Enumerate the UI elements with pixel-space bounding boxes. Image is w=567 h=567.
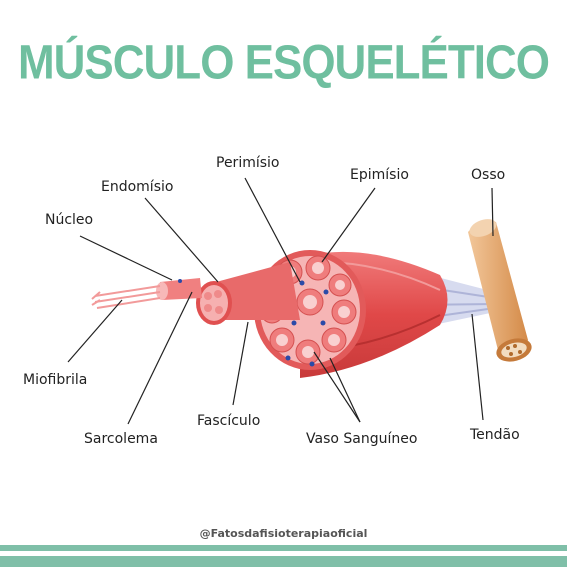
label-vaso-sanguineo: Vaso Sanguíneo [306,431,418,447]
bottom-band-bottom [0,556,567,567]
bottom-band-top [0,545,567,551]
label-fasciculo: Fascículo [197,413,261,429]
muscle-fiber [156,278,202,300]
label-sarcolema: Sarcolema [84,431,158,447]
label-endomisio: Endomísio [101,179,174,195]
fascicle [196,262,300,325]
credit-handle: @Fatosdafisioterapiaoficial [199,527,368,540]
label-miofibrila: Miofibrila [23,372,88,388]
label-perimisio: Perimísio [216,155,280,171]
myofibrils [91,285,161,309]
label-osso: Osso [471,167,506,183]
blood-vessels [285,280,329,367]
leader-lines [67,177,494,425]
label-epimisio: Epimísio [350,167,409,183]
label-nucleo: Núcleo [45,212,94,228]
bone [468,219,532,362]
label-tendao: Tendão [470,427,520,443]
page-title: MÚSCULO ESQUELÉTICO [17,35,550,90]
